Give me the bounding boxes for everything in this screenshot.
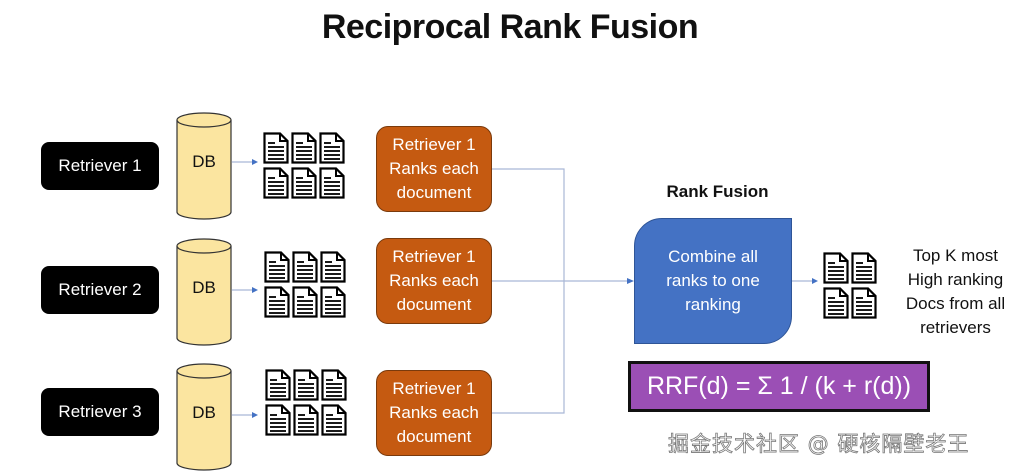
document-page-icon (823, 287, 849, 319)
retriever-3-box: Retriever 3 (41, 388, 159, 436)
ranker-line: document (396, 183, 472, 202)
retriever-2-box: Retriever 2 (41, 266, 159, 314)
document-page-icon (292, 286, 318, 318)
cylinder-db-icon (176, 238, 232, 346)
document-stack-2 (264, 251, 346, 318)
fusion-line: ranking (685, 295, 741, 314)
arrowhead (252, 287, 258, 293)
document-page-icon (291, 132, 317, 164)
fusion-line: ranks to one (666, 271, 760, 290)
document-page-icon (291, 167, 317, 199)
document-page-icon (320, 286, 346, 318)
diagram-title: Reciprocal Rank Fusion (321, 8, 699, 46)
document-page-icon (264, 286, 290, 318)
rank-fusion-label: Rank Fusion (666, 182, 769, 201)
watermark: 掘金技术社区 @ 硬核隔壁老王 (668, 432, 970, 457)
document-page-icon (264, 251, 290, 283)
database-2: DB (176, 238, 232, 346)
document-page-icon (319, 132, 345, 164)
ranker1-connector (492, 168, 565, 414)
output-line: Docs from all (905, 294, 1006, 313)
ranker-line: Ranks each (389, 403, 479, 422)
ranker-line: Ranks each (389, 271, 479, 290)
retriever-1-box: Retriever 1 (41, 142, 159, 190)
ranker-1-box: Retriever 1 Ranks each document (376, 126, 492, 212)
document-page-icon (851, 252, 877, 284)
ranker-line: Retriever 1 (392, 379, 476, 398)
database-1: DB (176, 112, 232, 220)
fusion-line: Combine all (668, 247, 758, 266)
document-stack-3 (265, 369, 347, 436)
arrowhead (627, 278, 634, 284)
cylinder-db-icon (176, 112, 232, 220)
ranker-3-box: Retriever 1 Ranks each document (376, 370, 492, 456)
document-page-icon (292, 251, 318, 283)
db-label: DB (192, 152, 216, 171)
document-page-icon (263, 132, 289, 164)
db-label: DB (192, 278, 216, 297)
output-document-stack (823, 252, 877, 319)
arrowhead (252, 412, 258, 418)
arrowhead (252, 159, 258, 165)
document-page-icon (823, 252, 849, 284)
output-line: Top K most (912, 246, 999, 265)
ranker-line: document (396, 295, 472, 314)
ranker-line: Retriever 1 (392, 247, 476, 266)
output-line: High ranking (907, 270, 1004, 289)
rrf-formula: RRF(d) = Σ 1 / (k + r(d)) (628, 361, 930, 412)
document-page-icon (319, 167, 345, 199)
document-page-icon (321, 369, 347, 401)
document-stack-1 (263, 132, 345, 199)
document-page-icon (851, 287, 877, 319)
output-line: retrievers (920, 318, 991, 337)
document-page-icon (293, 369, 319, 401)
ranker-line: Ranks each (389, 159, 479, 178)
ranker-line: document (396, 427, 472, 446)
document-page-icon (321, 404, 347, 436)
database-3: DB (176, 363, 232, 471)
document-page-icon (265, 369, 291, 401)
ranker-2-box: Retriever 1 Ranks each document (376, 238, 492, 324)
rank-fusion-box: Combine all ranks to one ranking (634, 218, 792, 344)
document-page-icon (293, 404, 319, 436)
ranker-line: Retriever 1 (392, 135, 476, 154)
output-description: Top K most High ranking Docs from all re… (893, 244, 1018, 340)
arrowhead (812, 278, 818, 284)
document-page-icon (263, 167, 289, 199)
document-page-icon (265, 404, 291, 436)
document-page-icon (320, 251, 346, 283)
cylinder-db-icon (176, 363, 232, 471)
db-label: DB (192, 403, 216, 422)
